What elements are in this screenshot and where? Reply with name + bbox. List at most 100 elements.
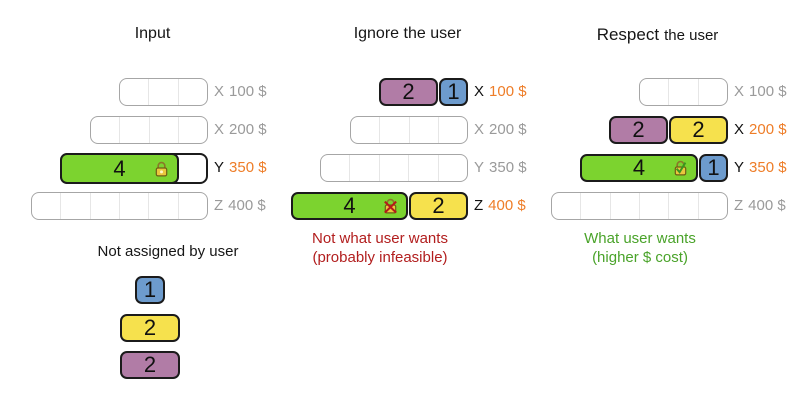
machine-capacity-box [90,116,208,144]
task-block: 1 [135,276,165,304]
machine-name: X [214,121,225,138]
column-title-input: Input [30,25,275,43]
task-block: 4 [580,154,698,182]
column-title-ignore: Ignore the user [285,25,530,43]
unassigned-label: Not assigned by user [97,243,239,260]
capacity-cell [609,193,639,219]
capacity-cell [91,117,119,143]
capacity-cell [697,79,727,105]
assignment-blocks: 2 1 [379,78,468,106]
column-title-text: Input [134,25,171,42]
capacity-cell [408,117,438,143]
capacity-cell [60,193,89,219]
machine-capacity-box [31,192,208,220]
machine-price: 100 $ [489,83,527,100]
machine-capacity-box [119,78,208,106]
task-size: 2 [432,193,445,218]
capacity-cell [351,117,379,143]
caption-line: (higher $ cost) [592,249,688,266]
task-block: 4 [291,192,408,220]
caption-line: Not what user wants [312,230,448,247]
machine-name: X [734,83,745,100]
machine-capacity-box [350,116,468,144]
capacity-cell [552,193,580,219]
task-block: 1 [699,154,728,182]
capacity-cell [89,193,119,219]
machine-name: Z [474,197,484,214]
machine-name: X [474,121,485,138]
capacity-cell [379,117,408,143]
task-block: 2 [409,192,468,220]
capacity-cell [640,79,668,105]
caption-line: (probably infeasible) [312,249,448,266]
machine-name: X [474,83,485,100]
capacity-cell [580,193,609,219]
capacity-cell [437,117,467,143]
task-size: 2 [143,352,157,377]
unassigned-blocks: 1 [135,276,165,304]
capacity-cell [697,193,727,219]
task-block: 2 [609,116,668,144]
caption-line: What user wants [584,230,696,247]
unassigned-blocks: 2 [120,314,180,342]
machine-name: X [734,121,745,138]
machine-price: 350 $ [749,159,787,176]
task-block-pinned: 4 [60,153,179,184]
capacity-cell [148,193,177,219]
column-title-text: Ignore the user [353,25,462,42]
machine-name: Y [214,159,225,176]
pinned-machine-box: 4 [60,153,208,184]
task-block: 2 [379,78,438,106]
capacity-cell [437,155,467,181]
capacity-cell [119,117,148,143]
task-block: 2 [120,351,180,379]
assignment-blocks: 4 2 [291,192,468,220]
machine-price: 350 $ [229,159,267,176]
unassigned-blocks: 2 [120,351,180,379]
capacity-cell [120,79,148,105]
task-size: 1 [143,277,157,302]
capacity-cell [177,193,207,219]
assignment-blocks: 2 2 [609,116,728,144]
task-size: 4 [113,155,126,181]
capacity-cell [177,117,207,143]
task-size: 2 [402,79,415,104]
capacity-cell [118,193,148,219]
machine-price: 400 $ [488,197,526,214]
column-title-text: Respect [596,25,660,44]
capacity-cell [349,155,378,181]
ignore-caption: Not what user wants (probably infeasible… [280,229,480,267]
machine-price: 400 $ [228,197,266,214]
task-block: 2 [120,314,180,342]
column-title-text: the user [664,27,719,44]
task-size: 1 [707,155,720,180]
task-size: 2 [632,117,645,142]
task-size: 2 [692,117,705,142]
task-size: 1 [447,79,460,104]
machine-name: Z [734,197,744,214]
assignment-blocks: 4 1 [580,154,728,182]
capacity-cell [321,155,349,181]
respect-caption: What user wants (higher $ cost) [540,229,740,267]
task-size: 4 [632,155,646,180]
padlock-checked-icon [673,160,688,176]
machine-name: X [214,83,225,100]
task-block: 2 [669,116,728,144]
capacity-cell [408,155,437,181]
capacity-cell [32,193,60,219]
capacity-cell [148,79,177,105]
task-size: 4 [343,193,356,218]
machine-price: 100 $ [749,83,787,100]
